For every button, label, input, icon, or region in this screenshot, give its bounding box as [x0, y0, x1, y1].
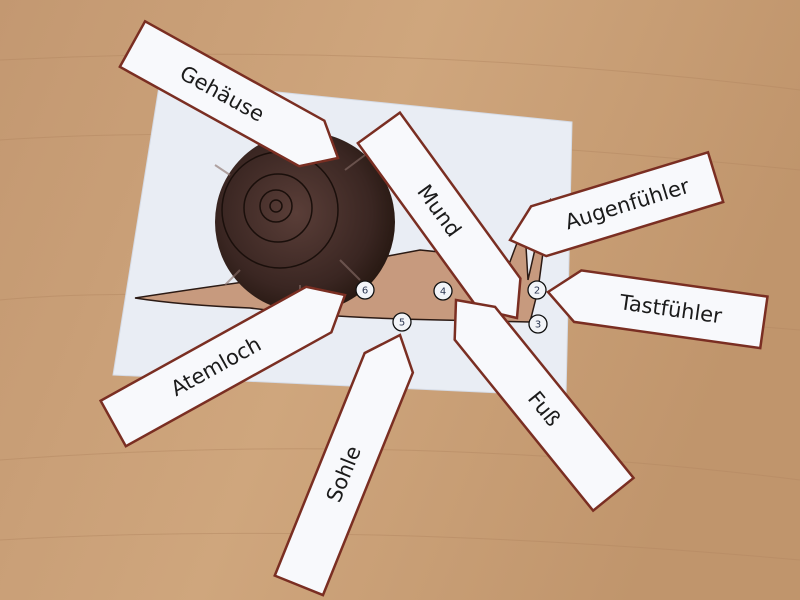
marker-4: 4 [433, 281, 453, 301]
marker-number: 4 [440, 287, 446, 298]
marker-6: 6 [355, 280, 375, 300]
label-card-fuß[interactable]: Fuß [436, 284, 636, 513]
marker-number: 5 [399, 318, 405, 329]
number-markers: 2 3 4 5 6 [355, 280, 548, 334]
marker-5: 5 [392, 312, 412, 332]
marker-number: 3 [535, 320, 541, 331]
label-card-sohle[interactable]: Sohle [273, 325, 424, 597]
marker-number: 2 [534, 286, 540, 297]
marker-2: 2 [527, 280, 547, 300]
label-card-tastfühler[interactable]: Tastfühler [544, 266, 769, 350]
marker-3: 3 [528, 314, 548, 334]
marker-number: 6 [362, 286, 368, 297]
